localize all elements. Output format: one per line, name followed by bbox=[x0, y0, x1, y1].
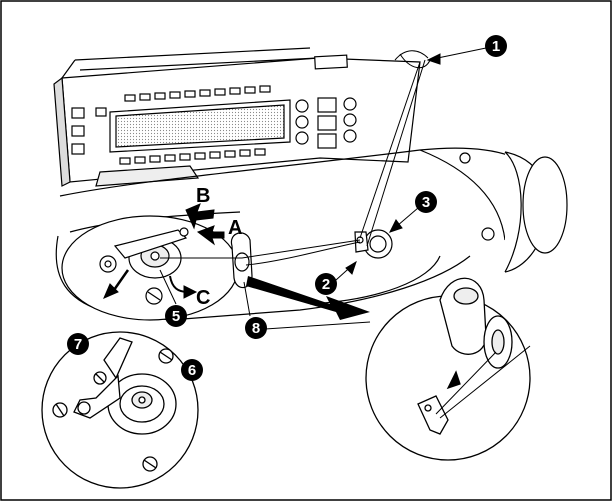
callout-2: 2 bbox=[315, 273, 337, 295]
callout-5: 5 bbox=[165, 305, 187, 327]
label-b: B bbox=[196, 185, 210, 207]
label-c: C bbox=[196, 287, 210, 309]
label-a: A bbox=[228, 217, 242, 239]
callout-1: 1 bbox=[485, 35, 507, 57]
callout-2-text: 2 bbox=[322, 276, 330, 293]
magnify-arrow bbox=[246, 276, 370, 320]
callout-6-text: 6 bbox=[188, 362, 196, 379]
detail-circle-left bbox=[41, 331, 199, 489]
callout-5-text: 5 bbox=[172, 308, 180, 325]
detail-circle-right bbox=[365, 277, 531, 461]
callout-8: 8 bbox=[245, 317, 267, 339]
direction-arrows bbox=[103, 203, 225, 299]
thread-path bbox=[160, 50, 431, 266]
machine-arm bbox=[55, 147, 568, 321]
callout-3-text: 3 bbox=[422, 194, 430, 211]
callout-6: 6 bbox=[181, 359, 203, 381]
callout-7: 7 bbox=[67, 333, 89, 355]
thread-tension-3 bbox=[354, 229, 393, 259]
control-panel bbox=[53, 47, 421, 187]
callout-3: 3 bbox=[415, 191, 437, 213]
callout-8-text: 8 bbox=[252, 320, 260, 337]
callout-7-text: 7 bbox=[74, 336, 82, 353]
callout-1-text: 1 bbox=[492, 38, 500, 55]
